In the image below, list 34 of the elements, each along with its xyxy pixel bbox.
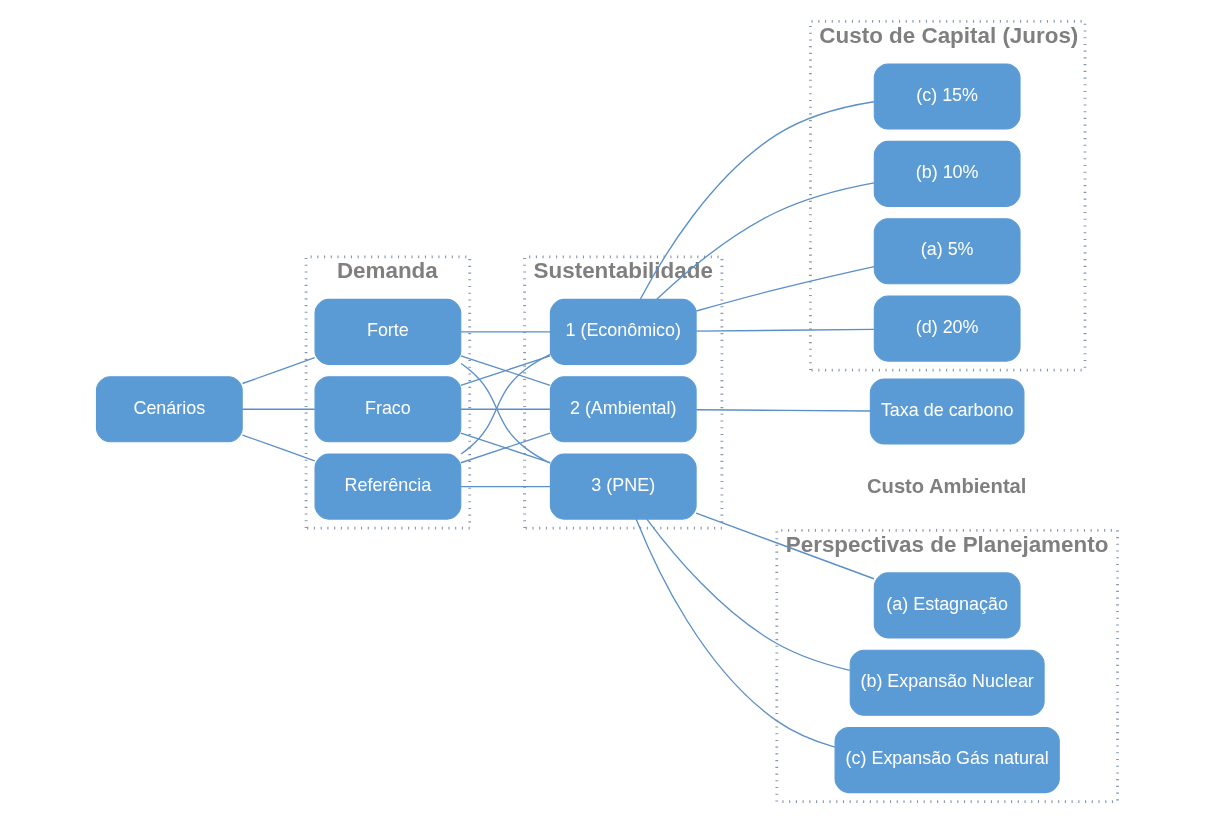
node-box: Referência [314, 453, 462, 520]
node-box: (b) 10% [873, 140, 1021, 207]
connector [460, 362, 551, 464]
node-box: Fraco [314, 376, 462, 443]
connector [460, 432, 551, 464]
node-box: (c) 15% [873, 63, 1021, 130]
node-box: Forte [314, 298, 462, 365]
connector [460, 355, 551, 387]
node-box: (b) Expansão Nuclear [849, 649, 1045, 716]
node-box: 1 (Econômico) [549, 298, 697, 365]
connector [241, 408, 316, 410]
connector [656, 182, 875, 300]
node-box: 2 (Ambiental) [549, 376, 697, 443]
node-box: (d) 20% [873, 295, 1021, 362]
connector [460, 408, 551, 410]
connector [695, 409, 871, 412]
connector [635, 518, 836, 748]
connector [695, 328, 875, 332]
node-box: 3 (PNE) [549, 453, 697, 520]
connector [695, 265, 875, 312]
node-box: Taxa de carbono [869, 378, 1025, 445]
node-box: (a) 5% [873, 218, 1021, 285]
node-box: (a) Estagnação [873, 572, 1021, 639]
node-label: Custo Ambiental [867, 474, 1027, 497]
connector [695, 512, 875, 580]
connector [460, 331, 551, 333]
connector [646, 518, 851, 672]
node-box: (c) Expansão Gás natural [834, 727, 1060, 794]
connector [639, 101, 875, 300]
node-box: Cenários [95, 376, 243, 443]
connector [460, 353, 551, 455]
connector [460, 485, 551, 488]
connector [241, 434, 316, 462]
connector [241, 357, 316, 385]
